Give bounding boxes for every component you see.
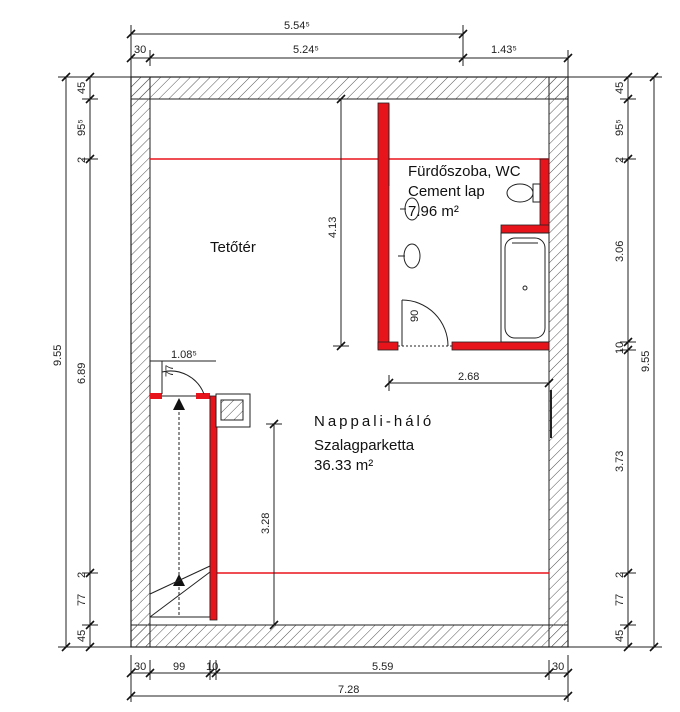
- dim-bottom-a: 30: [134, 661, 146, 673]
- dim-bottom-c: 10: [206, 661, 218, 673]
- dim-inner-413: 4.13: [327, 217, 339, 238]
- attic-label: Tetőtér: [210, 239, 256, 256]
- dim-right-g: 2: [614, 572, 626, 578]
- dim-inner-328: 3.28: [260, 513, 272, 534]
- stairs: [149, 361, 218, 621]
- chimney: [215, 393, 251, 428]
- bathroom-name: Fürdőszoba, WC: [408, 163, 521, 180]
- dim-right-b: 95⁵: [614, 119, 626, 136]
- living-finish: Szalagparketta: [314, 437, 415, 454]
- dim-left-b: 95⁵: [76, 119, 88, 136]
- dim-right-total: 9.55: [640, 351, 652, 372]
- dim-right-a: 45: [614, 82, 626, 94]
- sink-lower: [398, 243, 421, 269]
- dim-left-total: 9.55: [52, 345, 64, 366]
- bathtub: [500, 232, 550, 343]
- bathroom-walls: [377, 102, 550, 351]
- living-name: Nappali-háló: [314, 413, 434, 430]
- dim-right-h: 77: [614, 594, 626, 606]
- dim-door-90: 90: [409, 310, 421, 322]
- dim-inner-268: 2.68: [458, 371, 479, 383]
- dim-left-c: 2: [76, 157, 88, 163]
- dim-top-mid: 5.24⁵: [293, 44, 319, 56]
- dim-stair-77: 77: [164, 365, 176, 377]
- living-area: 36.33 m²: [314, 457, 373, 474]
- dim-right-f: 3.73: [614, 451, 626, 472]
- dimension-ticks: [61, 29, 659, 701]
- bathroom-area: 7.96 m²: [408, 203, 459, 220]
- toilet: [506, 183, 541, 203]
- dim-right-d: 3.06: [614, 241, 626, 262]
- dim-right-i: 45: [614, 630, 626, 642]
- bathroom-finish: Cement lap: [408, 183, 485, 200]
- bathroom-door: [398, 299, 452, 347]
- dim-left-d: 6.89: [76, 363, 88, 384]
- dim-left-g: 45: [76, 630, 88, 642]
- dim-left-f: 77: [76, 594, 88, 606]
- dim-top-total: 5.54⁵: [284, 20, 310, 32]
- dim-bottom-e: 30: [552, 661, 564, 673]
- dim-right-e: 10: [614, 342, 626, 354]
- sink-upper: [400, 197, 420, 221]
- dim-bottom-total: 7.28: [338, 684, 359, 696]
- dim-left-e: 2: [76, 572, 88, 578]
- outer-walls: [130, 76, 569, 648]
- dim-bottom-d: 5.59: [372, 661, 393, 673]
- dim-stair-108: 1.08⁵: [171, 349, 197, 361]
- dim-bottom-b: 99: [173, 661, 185, 673]
- dim-left-a: 45: [76, 82, 88, 94]
- dimension-lines: [58, 25, 662, 702]
- dim-top-right: 1.43⁵: [491, 44, 517, 56]
- dim-right-c: 2: [614, 157, 626, 163]
- dim-top-left: 30: [134, 44, 146, 56]
